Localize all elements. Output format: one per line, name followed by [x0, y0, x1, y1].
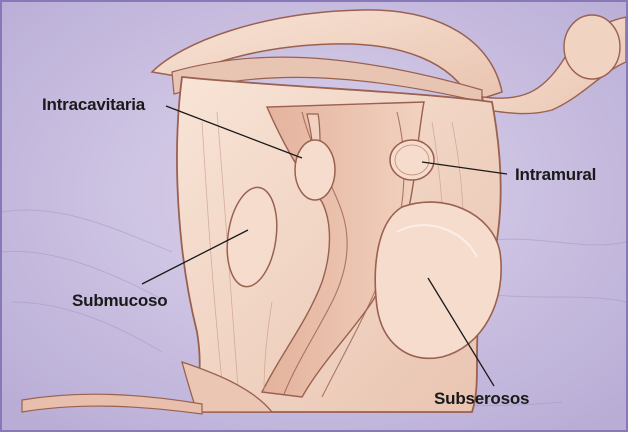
intramural-myoma — [390, 140, 434, 180]
label-submucoso: Submucoso — [72, 291, 168, 310]
label-intracavitaria: Intracavitaria — [42, 95, 146, 114]
label-intramural: Intramural — [515, 165, 596, 184]
intracavitary-myoma — [295, 140, 335, 200]
ovary — [564, 15, 620, 79]
label-subserosos: Subserosos — [434, 389, 529, 408]
